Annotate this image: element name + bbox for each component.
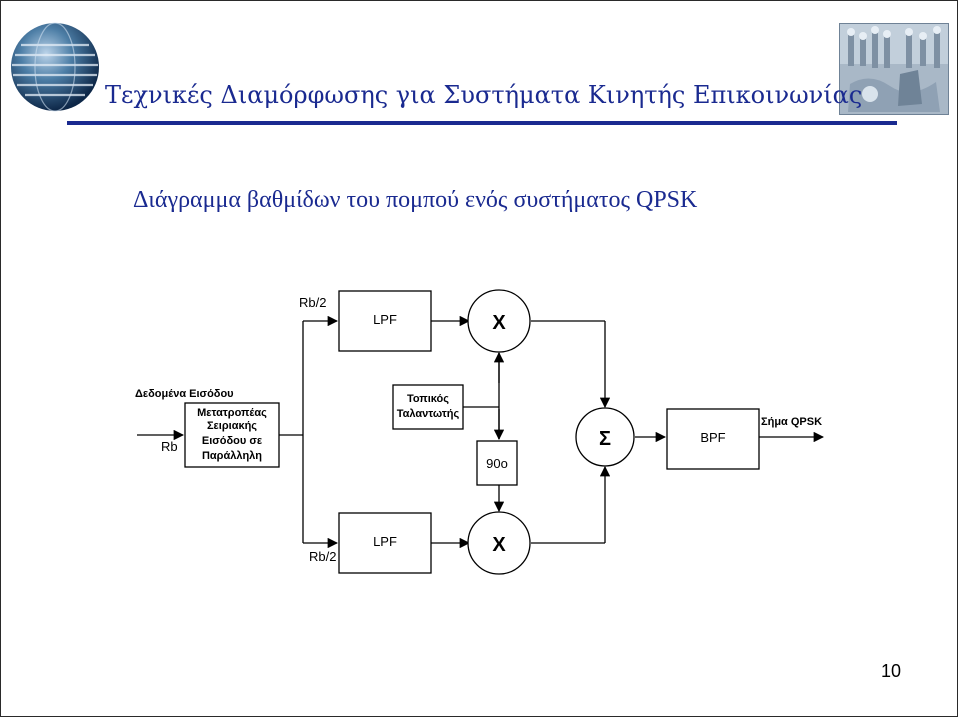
phase-shift-label: 90ο (486, 456, 508, 471)
page-number: 10 (880, 661, 902, 681)
mixer-lower-label: X (492, 534, 506, 556)
converter-line-2: Σειριακής (207, 420, 257, 432)
header-rule (67, 121, 897, 125)
qpsk-block-diagram: Δεδομένα Εισόδου Rb Μετατροπέας Σειριακή… (133, 249, 853, 627)
lpf-upper-label: LPF (373, 312, 397, 327)
converter-line-3: Εισόδου σε (202, 435, 263, 447)
bpf-block (666, 408, 760, 470)
summer-circle (575, 407, 635, 467)
mixer-lower-circle (467, 511, 531, 575)
globe-logo-icon (7, 19, 103, 115)
input-label: Δεδομένα Εισόδου (135, 388, 234, 400)
output-label: Σήμα QPSK (761, 416, 822, 428)
lpf-lower-label: LPF (373, 534, 397, 549)
serial-to-parallel-block (184, 402, 280, 468)
input-rate-label: Rb (161, 439, 178, 454)
converter-line-1: Μετατροπέας (197, 407, 267, 419)
mixer-upper-circle (467, 289, 531, 353)
connection-lines (137, 315, 825, 549)
phase-shift-block (476, 440, 518, 486)
lpf-lower-block (338, 512, 432, 574)
rate-lower-label: Rb/2 (309, 549, 336, 564)
relief-image-logo (839, 23, 949, 115)
mixer-upper-label: X (492, 312, 506, 334)
lpf-upper-block (338, 290, 432, 352)
oscillator-line-1: Τοπικός (407, 393, 449, 405)
oscillator-line-2: Ταλαντωτής (397, 408, 460, 420)
converter-line-4: Παράλληλη (202, 450, 262, 462)
bpf-label: BPF (700, 430, 725, 445)
slide-subtitle: Διάγραμμα βαθμίδων του πομπού ενός συστή… (133, 187, 698, 213)
summer-label: Σ (599, 428, 611, 450)
header-title: Τεχνικές Διαμόρφωσης για Συστήματα Κινητ… (105, 81, 863, 109)
local-oscillator-block (392, 384, 464, 430)
rate-upper-label: Rb/2 (299, 295, 326, 310)
